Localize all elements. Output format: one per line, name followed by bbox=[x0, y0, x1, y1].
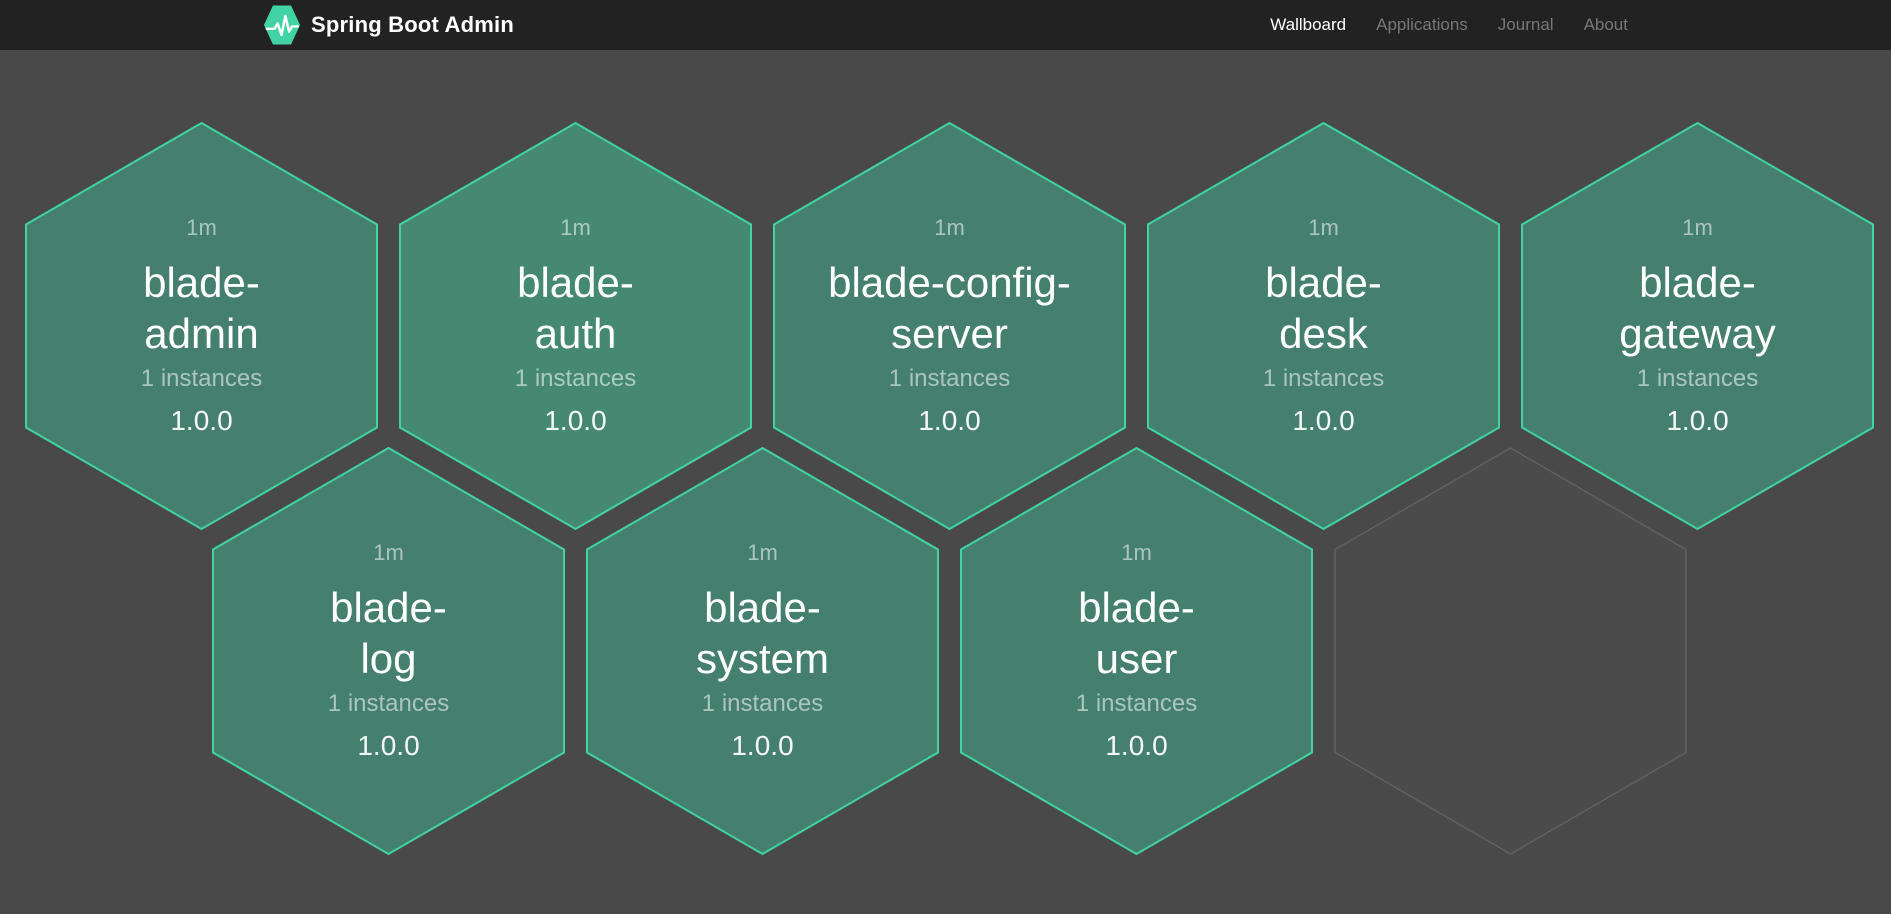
hexagon-shape bbox=[586, 446, 939, 856]
brand[interactable]: Spring Boot Admin bbox=[263, 4, 514, 46]
hexagon-content: 1m blade- log 1 instances 1.0.0 bbox=[211, 446, 566, 856]
app-uptime: 1m bbox=[1682, 214, 1713, 240]
top-navbar: Spring Boot Admin Wallboard Applications… bbox=[0, 0, 1891, 50]
app-hexagon-blade-config-server[interactable]: 1m blade-config- server 1 instances 1.0.… bbox=[772, 121, 1127, 531]
app-version: 1.0.0 bbox=[1666, 405, 1729, 437]
hexagon-content: 1m blade- gateway 1 instances 1.0.0 bbox=[1520, 121, 1875, 531]
app-name: blade- gateway bbox=[1619, 258, 1776, 357]
app-name: blade-config- server bbox=[828, 258, 1071, 357]
nav-item-wallboard[interactable]: Wallboard bbox=[1270, 15, 1347, 34]
app-name: blade- admin bbox=[143, 258, 260, 357]
spring-boot-admin-logo-icon bbox=[263, 4, 301, 46]
hexagon-content: 1m blade- admin 1 instances 1.0.0 bbox=[24, 121, 379, 531]
hexagon-shape bbox=[1334, 447, 1687, 855]
app-uptime: 1m bbox=[186, 214, 217, 240]
hexagon-shape bbox=[25, 121, 378, 531]
app-instances: 1 instances bbox=[1075, 690, 1198, 718]
app-name: blade- user bbox=[1078, 583, 1195, 682]
app-instances: 1 instances bbox=[701, 690, 824, 718]
app-version: 1.0.0 bbox=[357, 730, 420, 762]
app-version: 1.0.0 bbox=[544, 405, 607, 437]
hexagon-shape bbox=[399, 121, 752, 531]
nav-item-journal[interactable]: Journal bbox=[1497, 15, 1554, 34]
app-instances: 1 instances bbox=[327, 690, 450, 718]
hexagon-content: 1m blade- auth 1 instances 1.0.0 bbox=[398, 121, 753, 531]
app-name: blade- auth bbox=[517, 258, 634, 357]
app-uptime: 1m bbox=[373, 539, 404, 565]
app-version: 1.0.0 bbox=[1292, 405, 1355, 437]
app-hexagon-blade-system[interactable]: 1m blade- system 1 instances 1.0.0 bbox=[585, 446, 940, 856]
app-instances: 1 instances bbox=[514, 365, 637, 393]
app-name: blade- log bbox=[330, 583, 447, 682]
hexagon-content: 1m blade- user 1 instances 1.0.0 bbox=[959, 446, 1314, 856]
hexagon-shape bbox=[773, 121, 1126, 531]
app-name: blade- system bbox=[695, 583, 829, 682]
app-version: 1.0.0 bbox=[731, 730, 794, 762]
app-hexagon-blade-auth[interactable]: 1m blade- auth 1 instances 1.0.0 bbox=[398, 121, 753, 531]
navbar-container: Spring Boot Admin Wallboard Applications… bbox=[263, 0, 1628, 50]
app-uptime: 1m bbox=[560, 214, 591, 240]
hexagon-content: 1m blade-config- server 1 instances 1.0.… bbox=[772, 121, 1127, 531]
app-instances: 1 instances bbox=[1262, 365, 1385, 393]
hexagon-shape bbox=[960, 446, 1313, 856]
app-hexagon-blade-log[interactable]: 1m blade- log 1 instances 1.0.0 bbox=[211, 446, 566, 856]
app-uptime: 1m bbox=[747, 539, 778, 565]
app-hexagon-blade-gateway[interactable]: 1m blade- gateway 1 instances 1.0.0 bbox=[1520, 121, 1875, 531]
hexagon-content: 1m blade- desk 1 instances 1.0.0 bbox=[1146, 121, 1501, 531]
hexagon-shape bbox=[1147, 121, 1500, 531]
hexagon-content: 1m blade- system 1 instances 1.0.0 bbox=[585, 446, 940, 856]
app-instances: 1 instances bbox=[888, 365, 1011, 393]
app-hexagon-blade-user[interactable]: 1m blade- user 1 instances 1.0.0 bbox=[959, 446, 1314, 856]
brand-title: Spring Boot Admin bbox=[311, 12, 515, 37]
app-version: 1.0.0 bbox=[918, 405, 981, 437]
empty-hexagon-placeholder bbox=[1333, 446, 1688, 856]
app-hexagon-blade-admin[interactable]: 1m blade- admin 1 instances 1.0.0 bbox=[24, 121, 379, 531]
app-name: blade- desk bbox=[1265, 258, 1382, 357]
hexagon-shape bbox=[1521, 121, 1874, 531]
app-hexagon-blade-desk[interactable]: 1m blade- desk 1 instances 1.0.0 bbox=[1146, 121, 1501, 531]
app-instances: 1 instances bbox=[1636, 365, 1759, 393]
nav-item-about[interactable]: About bbox=[1583, 15, 1628, 34]
app-uptime: 1m bbox=[1308, 214, 1339, 240]
wallboard: 1m blade- admin 1 instances 1.0.0 1m bla… bbox=[0, 50, 1891, 914]
app-version: 1.0.0 bbox=[170, 405, 233, 437]
nav-item-applications[interactable]: Applications bbox=[1376, 15, 1468, 34]
navbar-links: Wallboard Applications Journal About bbox=[1270, 15, 1628, 35]
app-uptime: 1m bbox=[934, 214, 965, 240]
app-version: 1.0.0 bbox=[1105, 730, 1168, 762]
app-uptime: 1m bbox=[1121, 539, 1152, 565]
app-instances: 1 instances bbox=[140, 365, 263, 393]
hexagon-shape bbox=[212, 446, 565, 856]
